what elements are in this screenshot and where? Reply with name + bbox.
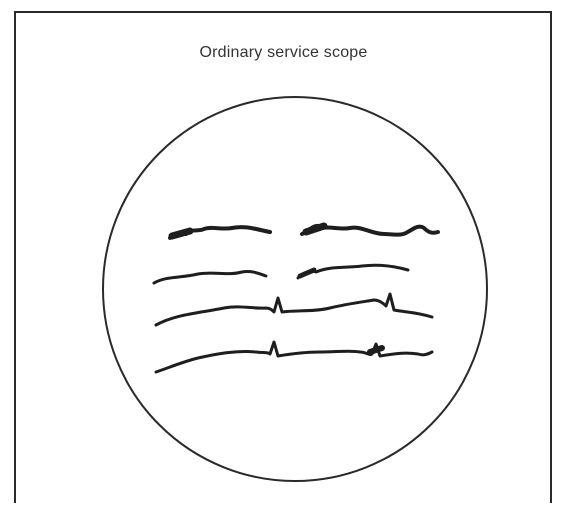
trace-row-2-left [154,271,266,283]
trace-row-2 [154,265,408,283]
trace-row-3-line [156,294,432,325]
trace-row-4-smear [370,348,382,352]
trace-row-1 [170,226,438,238]
trace-row-2-right-smear [300,270,314,276]
trace-row-1-left-smear [172,231,190,236]
scope-circle [103,97,487,481]
trace-row-1-right-smear [306,226,324,232]
trace-row-4-line [156,342,432,372]
trace-row-3 [156,294,432,325]
trace-row-4 [156,342,432,372]
